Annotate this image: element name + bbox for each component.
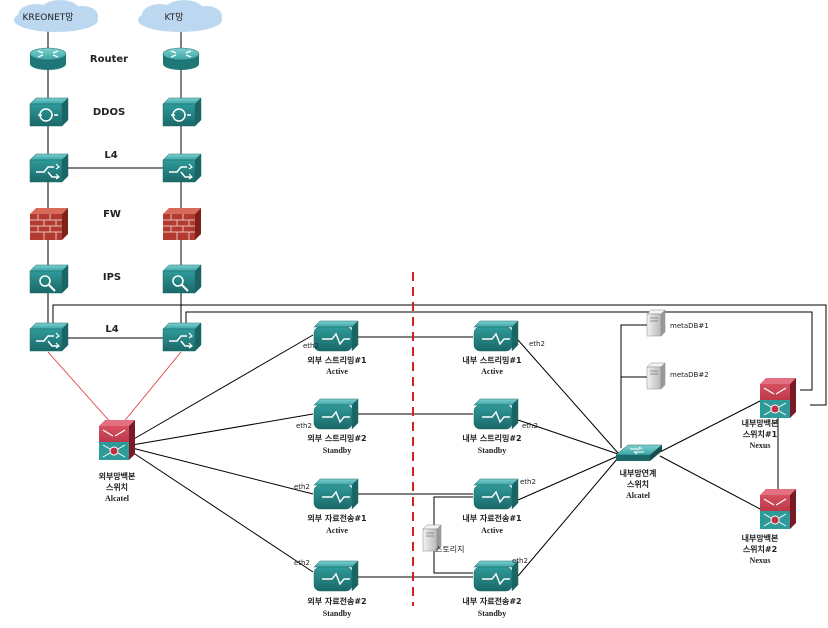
layer-label-fw: FW bbox=[103, 209, 121, 220]
svg-text:내부망백본: 내부망백본 bbox=[742, 418, 779, 428]
ips-icon bbox=[30, 265, 68, 293]
l4-switch-icon bbox=[30, 154, 68, 182]
svg-text:Standby: Standby bbox=[478, 446, 506, 455]
transfer-server-icon bbox=[313, 560, 359, 592]
svg-text:스위치: 스위치 bbox=[627, 479, 649, 489]
ext-backbone-switch-icon bbox=[98, 419, 136, 461]
svg-text:eth2: eth2 bbox=[529, 340, 545, 348]
ext-backbone-label: 외부망백본 스위치 Alcatel bbox=[99, 471, 136, 503]
svg-text:스위치: 스위치 bbox=[106, 482, 128, 492]
svg-text:KREONET망: KREONET망 bbox=[22, 12, 73, 23]
router-icon bbox=[162, 47, 200, 71]
svg-text:Nexus: Nexus bbox=[750, 556, 771, 565]
svg-text:Active: Active bbox=[481, 526, 503, 535]
database-server-icon bbox=[646, 362, 666, 390]
svg-text:Alcatel: Alcatel bbox=[105, 494, 130, 503]
int-transfer-1: eth2 내부 자료전송#1 Active bbox=[462, 478, 536, 535]
svg-text:내부망연계: 내부망연계 bbox=[620, 468, 657, 478]
svg-text:eth2: eth2 bbox=[294, 559, 310, 567]
ddos-icon bbox=[163, 98, 201, 126]
svg-text:외부망백본: 외부망백본 bbox=[99, 471, 136, 481]
transfer-server-icon bbox=[473, 478, 519, 510]
layer-label-ddos: DDOS bbox=[93, 107, 125, 118]
svg-text:eth2: eth2 bbox=[520, 478, 536, 486]
l4-switch-icon bbox=[163, 323, 201, 351]
svg-text:스위치#2: 스위치#2 bbox=[743, 544, 777, 554]
svg-text:내부 스트리밍#1: 내부 스트리밍#1 bbox=[462, 355, 522, 365]
svg-text:eth2: eth2 bbox=[512, 557, 528, 565]
int-link-switch: 내부망연계 스위치 Alcatel bbox=[615, 444, 663, 500]
links bbox=[47, 30, 827, 578]
svg-text:Active: Active bbox=[481, 367, 503, 376]
firewall-icon bbox=[29, 207, 69, 241]
streaming-server-icon bbox=[473, 320, 519, 352]
layer-label-l4: L4 bbox=[105, 324, 118, 335]
cloud-kt: KT망 bbox=[138, 0, 222, 32]
svg-text:내부 스트리밍#2: 내부 스트리밍#2 bbox=[462, 433, 521, 443]
svg-text:KT망: KT망 bbox=[165, 12, 184, 23]
ext-transfer-1: eth2 외부 자료전송#1 Active bbox=[294, 478, 367, 535]
svg-text:외부 스트리밍#1: 외부 스트리밍#1 bbox=[307, 355, 367, 365]
int-core-switch-1: 내부망백본 스위치#1 Nexus bbox=[742, 377, 797, 450]
svg-text:스토리지: 스토리지 bbox=[435, 545, 464, 554]
storage: 스토리지 bbox=[422, 524, 464, 554]
svg-text:외부 자료전송#2: 외부 자료전송#2 bbox=[307, 596, 366, 606]
layer-label-l4: L4 bbox=[104, 150, 117, 161]
transfer-server-icon bbox=[473, 560, 519, 592]
metadb-2: metaDB#2 bbox=[646, 362, 709, 390]
streaming-server-icon bbox=[313, 320, 359, 352]
svg-text:eth2: eth2 bbox=[294, 483, 310, 491]
ha-links bbox=[47, 351, 182, 425]
svg-text:스위치#1: 스위치#1 bbox=[743, 429, 778, 439]
ips-icon bbox=[163, 265, 201, 293]
svg-text:Standby: Standby bbox=[323, 609, 351, 618]
svg-text:metaDB#1: metaDB#1 bbox=[670, 322, 709, 330]
streaming-server-icon bbox=[313, 398, 359, 430]
switch-icon bbox=[615, 444, 663, 462]
streaming-server-icon bbox=[473, 398, 519, 430]
metadb-1: metaDB#1 bbox=[646, 309, 709, 337]
svg-text:내부 자료전송#1: 내부 자료전송#1 bbox=[462, 513, 522, 523]
ddos-icon bbox=[30, 98, 68, 126]
svg-text:Standby: Standby bbox=[323, 446, 351, 455]
svg-text:eth2: eth2 bbox=[296, 422, 312, 430]
ext-transfer-2: eth2 외부 자료전송#2 Standby bbox=[294, 559, 367, 618]
svg-text:외부 스트리밍#2: 외부 스트리밍#2 bbox=[307, 433, 366, 443]
int-transfer-2: eth2 내부 자료전송#2 Standby bbox=[462, 557, 528, 618]
svg-text:Standby: Standby bbox=[478, 609, 506, 618]
svg-text:내부 자료전송#2: 내부 자료전송#2 bbox=[462, 596, 521, 606]
svg-text:내부망백본: 내부망백본 bbox=[742, 533, 779, 543]
svg-text:Active: Active bbox=[326, 367, 348, 376]
svg-text:외부 자료전송#1: 외부 자료전송#1 bbox=[307, 513, 367, 523]
int-core-switch-2: 내부망백본 스위치#2 Nexus bbox=[742, 488, 797, 565]
nexus-switch-icon bbox=[759, 377, 797, 419]
int-stream-2: eth2 내부 스트리밍#2 Standby bbox=[462, 398, 538, 455]
layer-label-router: Router bbox=[90, 54, 128, 65]
cloud-kreonet: KREONET망 bbox=[14, 0, 98, 32]
firewall-icon bbox=[162, 207, 202, 241]
ext-stream-1: eth2 외부 스트리밍#1 Active bbox=[303, 320, 367, 376]
svg-text:Nexus: Nexus bbox=[750, 441, 771, 450]
svg-text:Alcatel: Alcatel bbox=[626, 491, 651, 500]
svg-text:Active: Active bbox=[326, 526, 348, 535]
l4-switch-icon bbox=[30, 323, 68, 351]
int-stream-1: eth2 내부 스트리밍#1 Active bbox=[462, 320, 545, 376]
ext-stream-2: eth2 외부 스트리밍#2 Standby bbox=[296, 398, 367, 455]
svg-text:eth2: eth2 bbox=[303, 342, 319, 350]
transfer-server-icon bbox=[313, 478, 359, 510]
router-icon bbox=[29, 47, 67, 71]
nexus-switch-icon bbox=[759, 488, 797, 530]
database-server-icon bbox=[646, 309, 666, 337]
l4-switch-icon bbox=[163, 154, 201, 182]
svg-text:metaDB#2: metaDB#2 bbox=[670, 371, 709, 379]
svg-text:eth2: eth2 bbox=[522, 422, 538, 430]
layer-label-ips: IPS bbox=[103, 272, 121, 283]
